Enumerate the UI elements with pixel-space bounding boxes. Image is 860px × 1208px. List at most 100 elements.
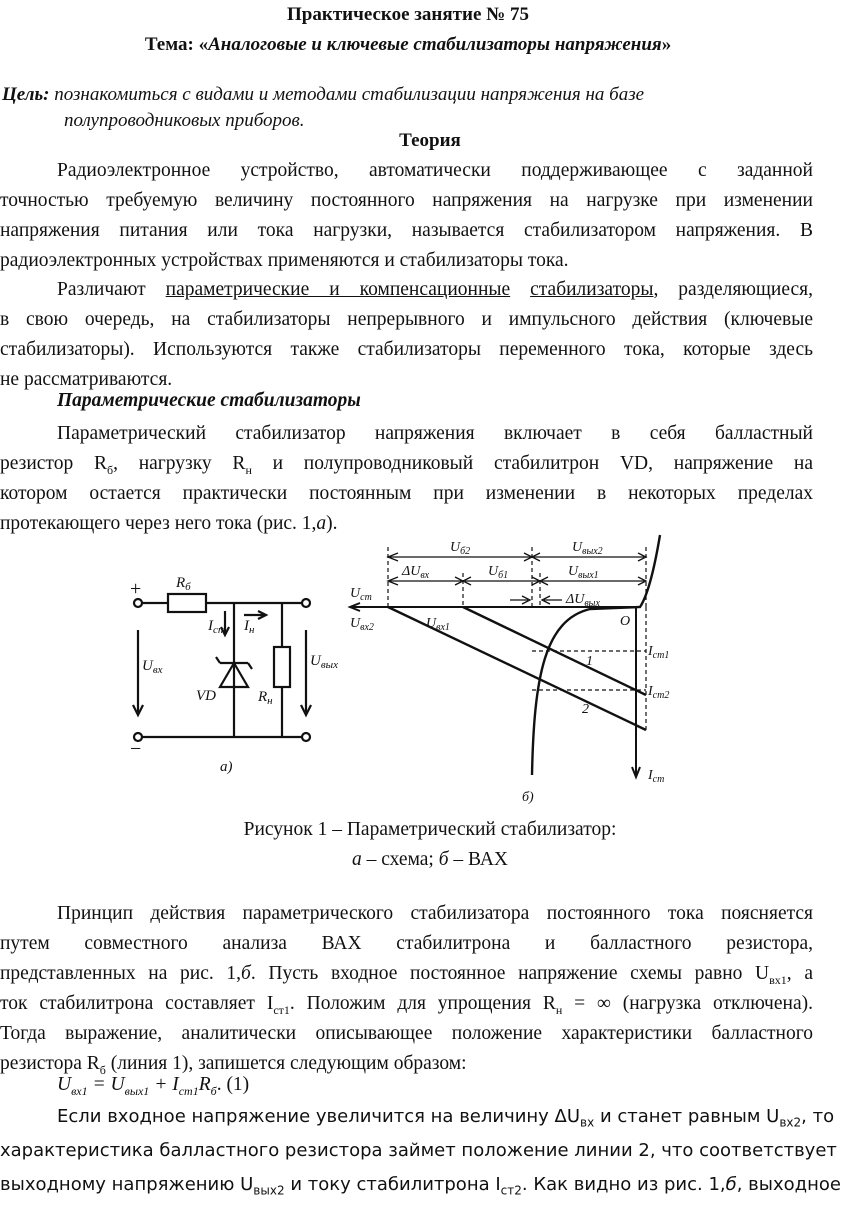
formula-sub: вых1 — [124, 1083, 150, 1098]
ust-label: Uст — [350, 586, 372, 603]
p5-text: . Как видно из рис. 1, — [521, 1174, 726, 1195]
caption-mid: – схема; — [361, 849, 439, 870]
p3-text: и полупроводниковый стабилитрон VD, напр… — [251, 453, 813, 474]
p2-rest: , разделяющиеся, — [653, 279, 813, 300]
p5-text: , выходное — [736, 1174, 841, 1195]
topic-text: Аналоговые и ключевые стабилизаторы напр… — [208, 34, 662, 55]
paragraph-4: Принцип действия параметрического стабил… — [0, 899, 813, 1079]
p5-text: и току стабилитрона I — [284, 1174, 501, 1195]
theory-heading: Теория — [399, 130, 461, 151]
p2-underlined-2: стабилизаторы — [530, 279, 654, 300]
formula-1: Uвх1 = Uвых1 + Iст1Rб. (1) — [57, 1074, 249, 1099]
paragraph-2-line: Различают параметрические и компенсацион… — [0, 275, 813, 305]
line-1-label: 1 — [586, 654, 593, 669]
ub2-label: Uб2 — [450, 540, 470, 557]
p4-text: . Пусть входное постоянное напряжение сх… — [250, 963, 770, 984]
p4-sub: б — [99, 1062, 106, 1077]
goal-line-2: полупроводниковых приборов. — [64, 110, 305, 131]
vac-tag: б) — [522, 790, 534, 805]
uvx-label: Uвх — [142, 658, 163, 676]
in-label: Iн — [243, 618, 255, 636]
rb-label: Rб — [175, 575, 191, 593]
paragraph-4-line: Принцип действия параметрического стабил… — [57, 903, 813, 924]
paragraph-1-line: радиоэлектронных устройствах применяются… — [0, 250, 569, 271]
p4-sub: н — [555, 1002, 563, 1017]
figure-1: + − Rб Iст Iн Uвх Uвых VD Rн а) — [130, 534, 669, 805]
p4-text: (линия 1), запишется следующим образом: — [105, 1053, 467, 1074]
rn-label: Rн — [257, 689, 273, 707]
paragraph-4-line: резистора Rб (линия 1), запишется следую… — [0, 1049, 813, 1079]
p3-sub: н — [245, 462, 252, 477]
document-page: Практическое занятие № 75 Тема: «Аналого… — [0, 4, 841, 1198]
paragraph-5-line: Если входное напряжение увеличится на ве… — [0, 1100, 834, 1134]
caption-line-2: а – схема; б – ВАХ — [0, 845, 860, 875]
paragraph-3-line: Параметрический стабилизатор напряжения … — [57, 423, 813, 444]
p5-sub: вх2 — [779, 1115, 802, 1130]
p4-text: . Положим для упрощения R — [289, 993, 556, 1014]
p5-text: и станет равным U — [594, 1106, 780, 1127]
paragraph-1-line: точностью требуемую величину постоянного… — [0, 190, 813, 211]
vd-label: VD — [196, 688, 216, 704]
caption-end: – ВАХ — [448, 849, 508, 870]
p5-sub: ст2 — [500, 1183, 522, 1198]
formula-part: + I — [149, 1074, 179, 1095]
formula-sub: ст1 — [178, 1083, 199, 1098]
formula-sub: б — [210, 1083, 217, 1098]
paragraph-4-line: путем совместного анализа ВАХ стабилитро… — [0, 933, 813, 954]
p2-underlined-1: параметрические и компенсационные — [165, 279, 511, 300]
formula-part: U — [57, 1074, 72, 1095]
paragraph-2-line: не рассматриваются. — [0, 369, 173, 390]
p4-text: , а — [786, 963, 813, 984]
p5-sub: вх — [580, 1115, 595, 1130]
caption-a: а — [352, 849, 362, 870]
paragraph-4-line: ток стабилитрона составляет Iст1. Положи… — [0, 989, 813, 1019]
paragraph-5-line: характеристика балластного резистора зай… — [0, 1140, 837, 1161]
paragraph-1-line: напряжения питания или тока нагрузки, на… — [0, 220, 813, 241]
p4-text: = ∞ (нагрузка отключена). — [562, 993, 813, 1014]
caption-line-1: Рисунок 1 – Параметрический стабилизатор… — [243, 819, 617, 840]
p3-italic: а — [316, 513, 327, 534]
paragraph-1: Радиоэлектронное устройство, автоматичес… — [0, 156, 813, 276]
formula-part: R — [198, 1074, 211, 1095]
formula-part: . (1) — [216, 1074, 250, 1095]
p3-text: ). — [326, 513, 338, 534]
paragraph-4-line: представленных на рис. 1,б. Пусть входно… — [0, 959, 813, 989]
uvx1-label: Uвх1 — [426, 616, 450, 633]
topic-prefix: Тема: « — [144, 34, 209, 55]
p5-italic: б — [725, 1174, 737, 1195]
uvyx-label: Uвых — [310, 653, 338, 671]
ist-label: Iст — [207, 618, 226, 636]
goal-block: Цель: познакомиться с видами и методами … — [2, 82, 792, 134]
duvx-label: ΔUвх — [401, 564, 430, 581]
p5-text: Если входное напряжение увеличится на ве… — [57, 1106, 581, 1127]
formula-part: = U — [87, 1074, 125, 1095]
p5-text: , то — [801, 1106, 835, 1127]
topic-suffix: » — [661, 34, 672, 55]
p4-text: ток стабилитрона составляет I — [0, 993, 274, 1014]
p4-sub: вх1 — [769, 972, 787, 987]
goal-line-1: познакомиться с видами и методами стабил… — [49, 84, 645, 105]
p4-sub: ст1 — [273, 1002, 290, 1017]
vac-diagram — [347, 534, 662, 780]
uvyx2-label: Uвых2 — [572, 540, 603, 557]
paragraph-3-line: протекающего через него тока (рис. 1,а). — [0, 509, 813, 539]
subheading-parametric: Параметрические стабилизаторы — [57, 390, 361, 411]
p3-sub: б — [106, 462, 114, 477]
figure-caption: Рисунок 1 – Параметрический стабилизатор… — [0, 815, 860, 875]
line-2-label: 2 — [582, 702, 589, 717]
schematic-diagram — [132, 592, 312, 743]
paragraph-3: Параметрический стабилизатор напряжения … — [0, 419, 813, 539]
ub1-label: Uб1 — [488, 564, 508, 581]
schematic-tag: а) — [220, 759, 233, 775]
p2-start: Различают — [57, 279, 166, 300]
formula-sub: вх1 — [71, 1083, 88, 1098]
p3-text: , нагрузку R — [113, 453, 246, 474]
paragraph-2-line: в свою очередь, на стабилизаторы непреры… — [0, 309, 813, 330]
vac-labels: Uб2 Uвых2 ΔUвх Uб1 Uвых1 Uст ΔUвых Uвх2 … — [350, 540, 669, 805]
paragraph-1-line: Радиоэлектронное устройство, автоматичес… — [57, 160, 813, 181]
p5-text: выходному напряжению U — [0, 1174, 254, 1195]
p3-text: резистор R — [0, 453, 107, 474]
paragraph-2-line: стабилизаторы). Используются также стаби… — [0, 339, 813, 360]
p5-sub: вых2 — [253, 1183, 285, 1198]
p2-space — [510, 279, 530, 300]
